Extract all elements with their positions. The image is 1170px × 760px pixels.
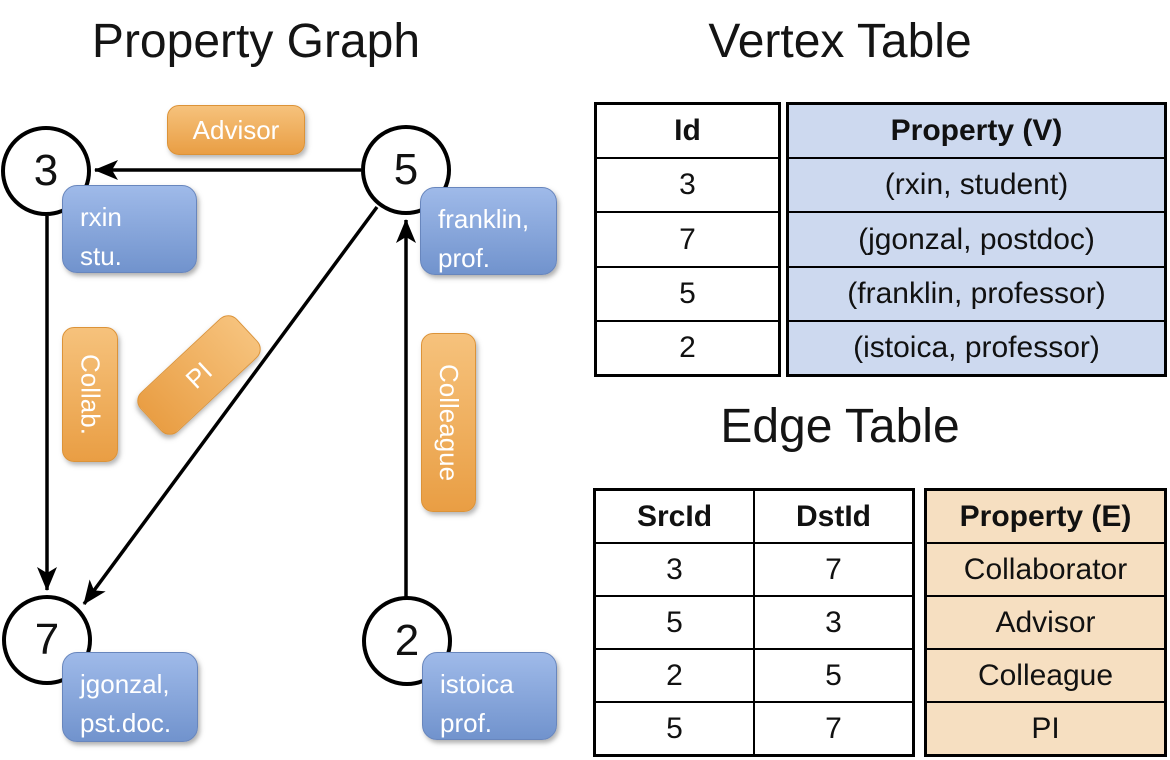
graph-edges-canvas <box>37 160 416 606</box>
table-cell: 5 <box>666 605 683 639</box>
edge-label-text: PI <box>179 355 218 394</box>
edge-table-dstid-header: DstId <box>753 491 912 542</box>
vertex-table-property-header: Property (V) <box>890 114 1063 148</box>
edge-pi-5-to-7 <box>82 205 379 606</box>
table-cell: (franklin, professor) <box>789 265 1164 320</box>
table-cell: 5 <box>666 711 683 745</box>
edge-table-property-column: Property (E) Collaborator Advisor Collea… <box>924 488 1167 757</box>
graph-node-2: 2 <box>362 596 452 686</box>
edge-label-text: Advisor <box>192 114 280 145</box>
vertex-label-line: pst.doc. <box>80 708 172 738</box>
table-cell: 7 <box>753 703 912 754</box>
table-cell: 5 <box>753 650 912 701</box>
vertex-table-id-header: Id <box>674 114 701 148</box>
edge-table-id-columns: SrcId DstId 3 7 5 3 2 5 5 7 <box>593 488 915 757</box>
edge-label-advisor: Advisor <box>167 105 305 155</box>
table-cell: 7 <box>753 544 912 595</box>
table-cell: PI <box>927 701 1164 754</box>
table-cell: 7 <box>597 211 778 265</box>
vertex-label-line: jgonzal, <box>80 669 170 699</box>
table-row: 3 7 <box>596 542 912 595</box>
table-cell: (istoica, professor) <box>789 319 1164 374</box>
vertex-label-line: istoica <box>440 669 514 699</box>
vertex-property-box-istoica: istoica prof. <box>422 652 557 740</box>
vertex-label-line: stu. <box>80 241 122 271</box>
graph-node-5: 5 <box>361 125 451 215</box>
table-cell: 3 <box>753 597 912 648</box>
table-cell: Collaborator <box>927 542 1164 595</box>
node-2-id: 2 <box>394 616 420 665</box>
node-7-id: 7 <box>34 615 60 664</box>
edge-table-header-row: SrcId DstId <box>596 491 912 542</box>
node-5-id: 5 <box>393 145 419 194</box>
vertex-table-property-column: Property (V) (rxin, student) (jgonzal, p… <box>786 102 1167 377</box>
table-row: 2 5 <box>596 648 912 701</box>
edge-label-colleague: Colleague <box>421 333 476 512</box>
table-row: 5 3 <box>596 595 912 648</box>
vertex-label-line: prof. <box>438 243 491 273</box>
table-cell: Colleague <box>927 648 1164 701</box>
edge-label-text: Colleague <box>434 363 464 482</box>
table-row: 5 7 <box>596 701 912 754</box>
table-cell: 2 <box>666 658 683 692</box>
table-cell: (rxin, student) <box>789 157 1164 211</box>
table-cell: 3 <box>597 157 778 211</box>
vertex-label-line: rxin <box>80 202 122 232</box>
table-cell: (jgonzal, postdoc) <box>789 211 1164 265</box>
table-cell: 2 <box>597 319 778 374</box>
node-3-id: 3 <box>33 146 59 195</box>
edge-table-title: Edge Table <box>720 400 960 453</box>
vertex-table-id-column: Id 3 7 5 2 <box>594 102 781 377</box>
vertex-label-line: prof. <box>440 708 493 738</box>
vertex-property-box-jgonzal: jgonzal, pst.doc. <box>62 652 198 742</box>
vertex-label-line: franklin, <box>438 204 530 234</box>
table-cell: 3 <box>666 552 683 586</box>
edge-label-text: Collab. <box>75 354 106 435</box>
property-graph-title: Property Graph <box>91 15 421 68</box>
vertex-property-box-rxin: rxin stu. <box>62 185 197 273</box>
edge-label-collab: Collab. <box>62 327 118 462</box>
vertex-property-box-franklin: franklin, prof. <box>420 187 557 275</box>
table-cell: 5 <box>597 265 778 320</box>
edge-table-srcid-header: SrcId <box>636 499 713 533</box>
table-cell: Advisor <box>927 595 1164 648</box>
edge-table-property-header: Property (E) <box>959 499 1132 533</box>
vertex-table-title: Vertex Table <box>708 15 972 68</box>
